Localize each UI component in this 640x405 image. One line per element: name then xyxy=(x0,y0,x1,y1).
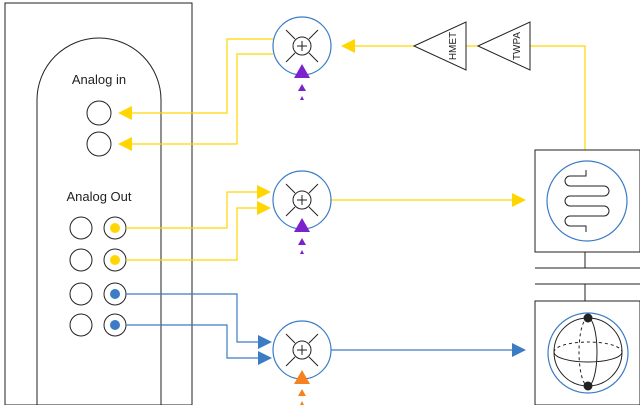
instrument: Analog in Analog Out xyxy=(4,2,193,405)
hmet-label: HMET xyxy=(448,32,459,60)
amplifier-twpa: TWPA xyxy=(476,21,531,71)
analog-out-label: Analog Out xyxy=(66,189,131,204)
arrow-to-mixer-1 xyxy=(341,39,355,53)
analog-in-label: Analog in xyxy=(72,72,126,87)
arrow-to-qubit xyxy=(512,343,526,357)
coupler xyxy=(535,252,640,301)
arrow-to-mixer-2a xyxy=(257,185,271,199)
twpa-label: TWPA xyxy=(512,32,523,60)
analog-out-port-3b[interactable] xyxy=(103,282,127,306)
yellow-arrowheads xyxy=(118,39,526,215)
arrow-to-mixer-3b xyxy=(258,351,272,365)
amplifier-hmet: HMET xyxy=(412,21,467,71)
readout-return-wires xyxy=(126,38,586,261)
readout-resonator xyxy=(534,149,640,253)
qubit xyxy=(534,300,640,405)
lo-drive xyxy=(294,370,310,405)
blue-arrowheads xyxy=(258,335,526,365)
analog-out-port-3a[interactable] xyxy=(69,282,93,306)
meander-icon xyxy=(564,170,610,232)
analog-out-port-4b[interactable] xyxy=(103,313,127,337)
analog-in-port-2[interactable] xyxy=(86,131,112,157)
bloch-sphere-icon xyxy=(553,313,623,391)
instrument-arch xyxy=(36,37,162,405)
arrow-to-resonator xyxy=(512,193,526,207)
mixer-drive xyxy=(272,320,332,380)
mixer-readout-up xyxy=(272,170,332,230)
arrow-to-mixer-3a xyxy=(258,335,272,349)
instrument-frame xyxy=(4,2,193,405)
analog-out-port-2b[interactable] xyxy=(103,248,127,272)
drive-wires xyxy=(126,293,512,359)
analog-out-port-4a[interactable] xyxy=(69,313,93,337)
analog-in-port-1[interactable] xyxy=(86,100,112,126)
analog-out-port-2a[interactable] xyxy=(69,248,93,272)
arrow-to-analog-in-2 xyxy=(118,137,132,151)
analog-out-port-1a[interactable] xyxy=(69,216,93,240)
lo-readout-up xyxy=(294,218,310,254)
arrow-to-mixer-2b xyxy=(257,201,271,215)
arrow-to-analog-in-1 xyxy=(118,106,132,120)
lo-readout-down xyxy=(294,64,310,100)
analog-out-port-1b[interactable] xyxy=(103,216,127,240)
